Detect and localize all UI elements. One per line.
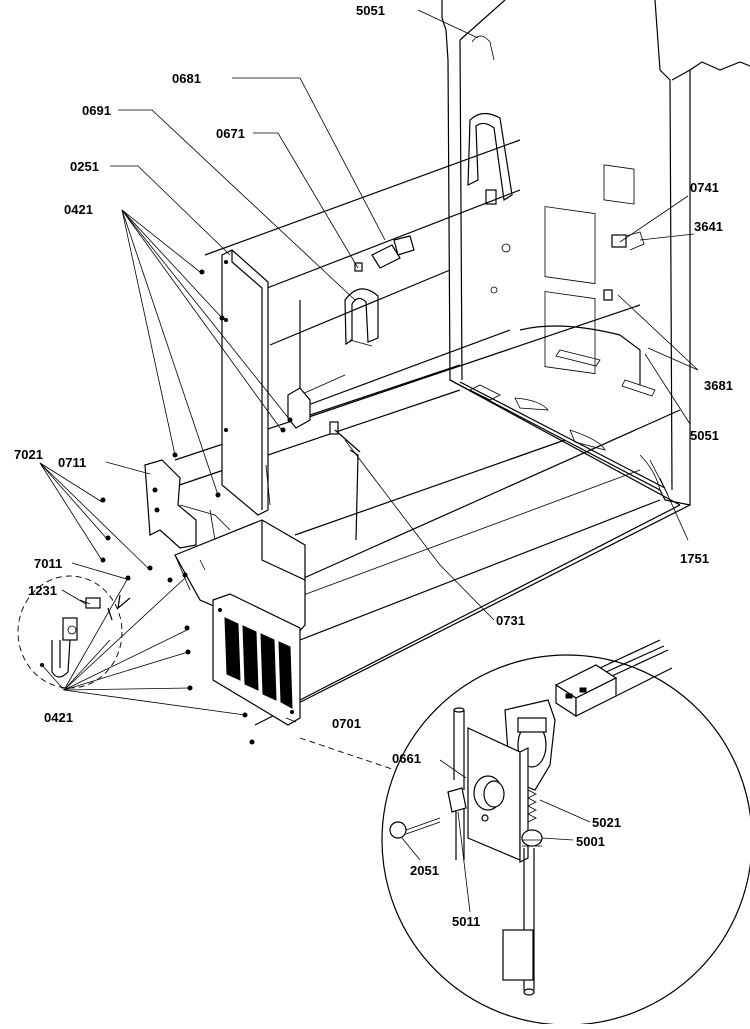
label-0421-bottom: 0421	[44, 710, 73, 725]
compartment-outline	[149, 139, 691, 726]
label-7011: 7011	[34, 556, 62, 571]
part-labels: 5051 0681 0691 0671 0251 0421 0741 3641 …	[14, 3, 733, 929]
label-0251: 0251	[70, 159, 99, 174]
label-1231: 1231	[28, 583, 57, 598]
label-0671: 0671	[216, 126, 245, 141]
label-2051: 2051	[410, 863, 439, 878]
label-5001: 5001	[576, 834, 605, 849]
detail-circle-small	[17, 575, 131, 689]
label-0701: 0701	[332, 716, 361, 731]
cabinet-rear-wall	[441, 0, 750, 506]
label-0741: 0741	[690, 180, 719, 195]
label-0661: 0661	[392, 751, 421, 766]
label-3641: 3641	[694, 219, 723, 234]
label-7021: 7021	[14, 447, 43, 462]
label-5011: 5011	[452, 914, 480, 929]
clip-parts	[287, 387, 361, 541]
label-1751: 1751	[680, 551, 709, 566]
label-5051-right: 5051	[690, 428, 719, 443]
parts-0671-0681-0691	[299, 235, 415, 396]
leader-lines	[39, 9, 699, 913]
label-5051-top: 5051	[356, 3, 385, 18]
panel-0711	[144, 459, 231, 549]
control-box	[174, 519, 306, 641]
label-0711: 0711	[58, 455, 86, 470]
label-0731: 0731	[496, 613, 525, 628]
label-0691: 0691	[82, 103, 111, 118]
screws	[100, 269, 293, 745]
label-3681: 3681	[704, 378, 733, 393]
detail-circle-large	[299, 639, 750, 1026]
label-5021: 5021	[592, 815, 621, 830]
label-0681: 0681	[172, 71, 201, 86]
label-0421-top: 0421	[64, 202, 93, 217]
grille-0701	[212, 593, 301, 726]
bracket-0251	[221, 249, 271, 516]
